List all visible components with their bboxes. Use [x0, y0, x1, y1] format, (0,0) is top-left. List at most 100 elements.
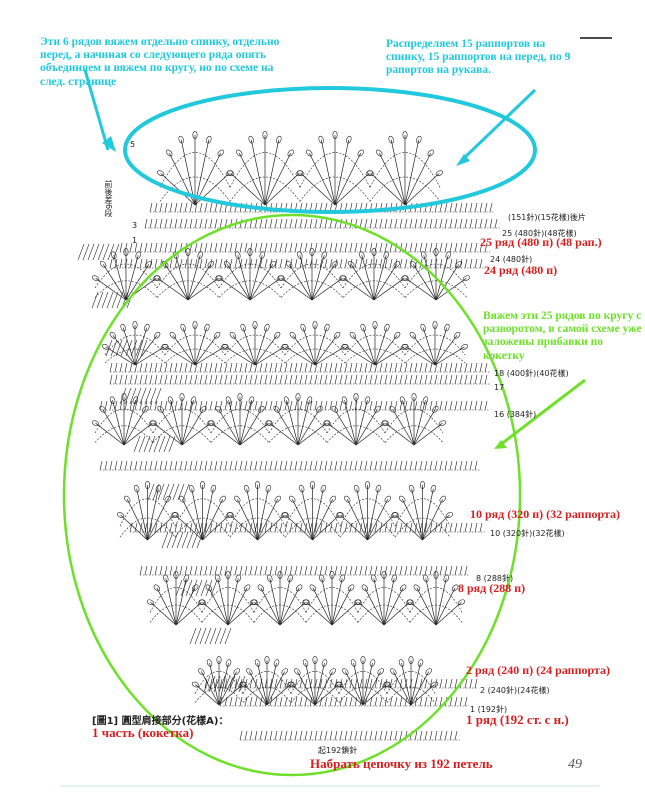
stitch-tick — [449, 374, 453, 385]
fan-stitch — [187, 277, 219, 301]
fan-stitch — [202, 498, 224, 541]
chain-arc — [159, 176, 231, 202]
picot-loop — [207, 420, 216, 427]
stitch-tick — [329, 400, 333, 411]
stitch-tick — [434, 242, 438, 253]
stitch-tick — [174, 522, 178, 533]
stitch-tick — [199, 218, 203, 229]
fan-stitch — [331, 578, 343, 626]
label-row-10: 10 ряд (320 п) (32 раппорта) — [470, 507, 621, 521]
stitch-tick — [314, 730, 318, 741]
fan-stitch — [239, 400, 252, 446]
edge-stitch — [214, 627, 222, 645]
stitch-tick — [304, 362, 308, 373]
stitch-tick — [414, 460, 418, 471]
stitch-tick — [389, 460, 393, 471]
edge-stitch — [157, 483, 165, 501]
stitch-tick — [404, 522, 408, 533]
stitch-tick — [429, 400, 433, 411]
picot-loop — [215, 275, 224, 282]
chain-arc — [369, 176, 441, 202]
picot-loop — [206, 135, 212, 144]
picot-loop — [444, 323, 450, 332]
stitch-tick — [389, 730, 393, 741]
fan-stitch — [383, 587, 404, 626]
chain-arc — [305, 604, 359, 623]
chain-arc — [194, 686, 244, 703]
edge-stitch — [87, 243, 95, 261]
stitch-tick — [379, 374, 383, 385]
stitch-tick — [154, 218, 158, 229]
stitch-tick — [439, 218, 443, 229]
stitch-tick — [364, 678, 368, 689]
stitch-tick — [374, 400, 378, 411]
edge-stitch — [163, 435, 171, 453]
stitch-tick — [199, 362, 203, 373]
stitch-tick — [229, 374, 233, 385]
fan-stitch — [393, 671, 412, 706]
stitch-tick — [324, 258, 328, 269]
picot-loop — [347, 584, 355, 592]
stitch-tick — [194, 362, 198, 373]
fan-stitch — [367, 488, 379, 541]
chain-arc — [338, 686, 388, 703]
stitch-tick — [409, 374, 413, 385]
stitch-tick — [304, 242, 308, 253]
fan-stitch — [374, 335, 398, 366]
stitch-tick — [359, 242, 363, 253]
stitch-tick — [124, 242, 128, 253]
stitch-tick — [309, 218, 313, 229]
stitch-tick — [374, 565, 378, 576]
stitch-tick — [144, 374, 148, 385]
picot-loop — [393, 331, 401, 339]
chain-arc — [253, 587, 307, 613]
fan-stitch — [125, 264, 150, 301]
stitch-tick — [449, 730, 453, 741]
chain-arc — [268, 408, 328, 434]
chain-arc — [104, 348, 166, 364]
picot-loop — [164, 495, 171, 503]
fan-stitch — [344, 400, 357, 446]
stitch-tick — [449, 242, 453, 253]
stitch-tick — [244, 374, 248, 385]
stitch-tick — [169, 374, 173, 385]
fan-stitch — [230, 514, 258, 541]
edge-stitch — [116, 291, 124, 309]
stitch-tick — [234, 400, 238, 411]
stitch-tick — [394, 400, 398, 411]
fan-stitch — [194, 139, 210, 206]
stitch-tick — [139, 565, 143, 576]
stitch-tick — [174, 362, 178, 373]
fan-stitch — [334, 152, 362, 206]
stitch-tick — [464, 362, 468, 373]
stitch-tick — [444, 678, 448, 689]
edge-stitch — [191, 531, 199, 549]
picot-loop — [329, 495, 336, 503]
picot-loop — [276, 135, 282, 144]
stitch-tick — [319, 460, 323, 471]
picot-loop — [357, 149, 364, 157]
stitch-tick — [244, 258, 248, 269]
stitch-tick — [234, 565, 238, 576]
stitch-tick — [254, 374, 258, 385]
fan-stitch — [297, 422, 327, 446]
stitch-tick — [209, 242, 213, 253]
stitch-tick — [209, 400, 213, 411]
fan-stitch — [228, 400, 241, 446]
edge-stitch — [105, 339, 113, 357]
fan-stitch — [345, 671, 364, 706]
edge-stitch — [228, 675, 236, 693]
fan-stitch — [401, 498, 423, 541]
stitch-tick — [159, 362, 163, 373]
edge-stitch — [210, 579, 218, 597]
stitch-tick — [334, 460, 338, 471]
picot-loop — [324, 323, 330, 332]
picot-loop — [309, 584, 317, 592]
picot-loop — [432, 321, 438, 329]
fan-stitch — [331, 602, 358, 626]
picot-loop — [411, 393, 417, 401]
annotation-top-right: Распределяем 15 раппортов на спинку, 15 … — [386, 38, 571, 77]
stitch-tick — [129, 374, 133, 385]
stitch-tick — [479, 218, 483, 229]
picot-loop — [99, 405, 106, 413]
